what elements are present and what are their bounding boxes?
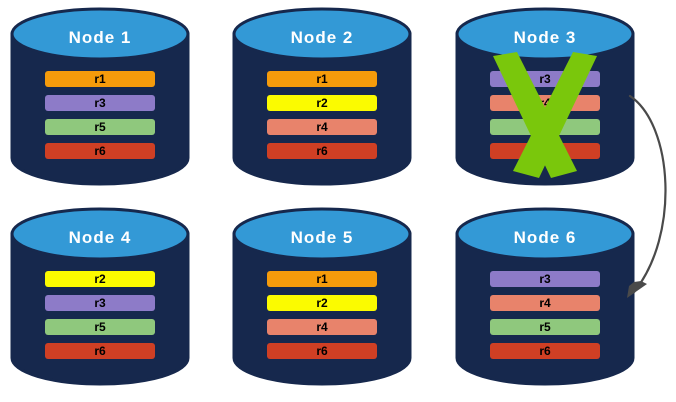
row-bar[interactable]: r6 bbox=[267, 143, 377, 159]
cylinder-top bbox=[455, 207, 635, 261]
row-bar[interactable]: r1 bbox=[267, 71, 377, 87]
row-bar[interactable]: r3 bbox=[490, 71, 600, 87]
row-bar[interactable]: r3 bbox=[490, 271, 600, 287]
row-bar[interactable]: r3 bbox=[45, 295, 155, 311]
cylinder-top bbox=[232, 207, 412, 261]
row-bar[interactable]: r5 bbox=[490, 119, 600, 135]
row-bar[interactable]: r3 bbox=[45, 95, 155, 111]
row-bar[interactable]: r5 bbox=[45, 319, 155, 335]
row-bar[interactable]: r6 bbox=[490, 143, 600, 159]
cylinder-top bbox=[10, 207, 190, 261]
row-bar[interactable]: r6 bbox=[490, 343, 600, 359]
cylinder-top bbox=[10, 7, 190, 61]
row-bar[interactable]: r4 bbox=[267, 319, 377, 335]
row-bar[interactable]: r5 bbox=[45, 119, 155, 135]
row-list: r3 r4 r5 r6 bbox=[490, 271, 600, 367]
row-bar[interactable]: r2 bbox=[45, 271, 155, 287]
row-bar[interactable]: r2 bbox=[267, 95, 377, 111]
row-bar[interactable]: r6 bbox=[45, 343, 155, 359]
row-bar[interactable]: r1 bbox=[45, 71, 155, 87]
cylinder-top bbox=[455, 7, 635, 61]
row-bar[interactable]: r4 bbox=[490, 95, 600, 111]
row-bar[interactable]: r2 bbox=[267, 295, 377, 311]
row-bar[interactable]: r5 bbox=[490, 319, 600, 335]
row-list: r1 r2 r4 r6 bbox=[267, 271, 377, 367]
row-bar[interactable]: r1 bbox=[267, 271, 377, 287]
row-list: r1 r2 r4 r6 bbox=[267, 71, 377, 167]
row-list: r2 r3 r5 r6 bbox=[45, 271, 155, 367]
row-bar[interactable]: r6 bbox=[45, 143, 155, 159]
row-list: r1 r3 r5 r6 bbox=[45, 71, 155, 167]
row-bar[interactable]: r4 bbox=[490, 295, 600, 311]
row-bar[interactable]: r6 bbox=[267, 343, 377, 359]
row-bar[interactable]: r4 bbox=[267, 119, 377, 135]
cylinder-top bbox=[232, 7, 412, 61]
row-list: r3 r4 r5 r6 bbox=[490, 71, 600, 167]
